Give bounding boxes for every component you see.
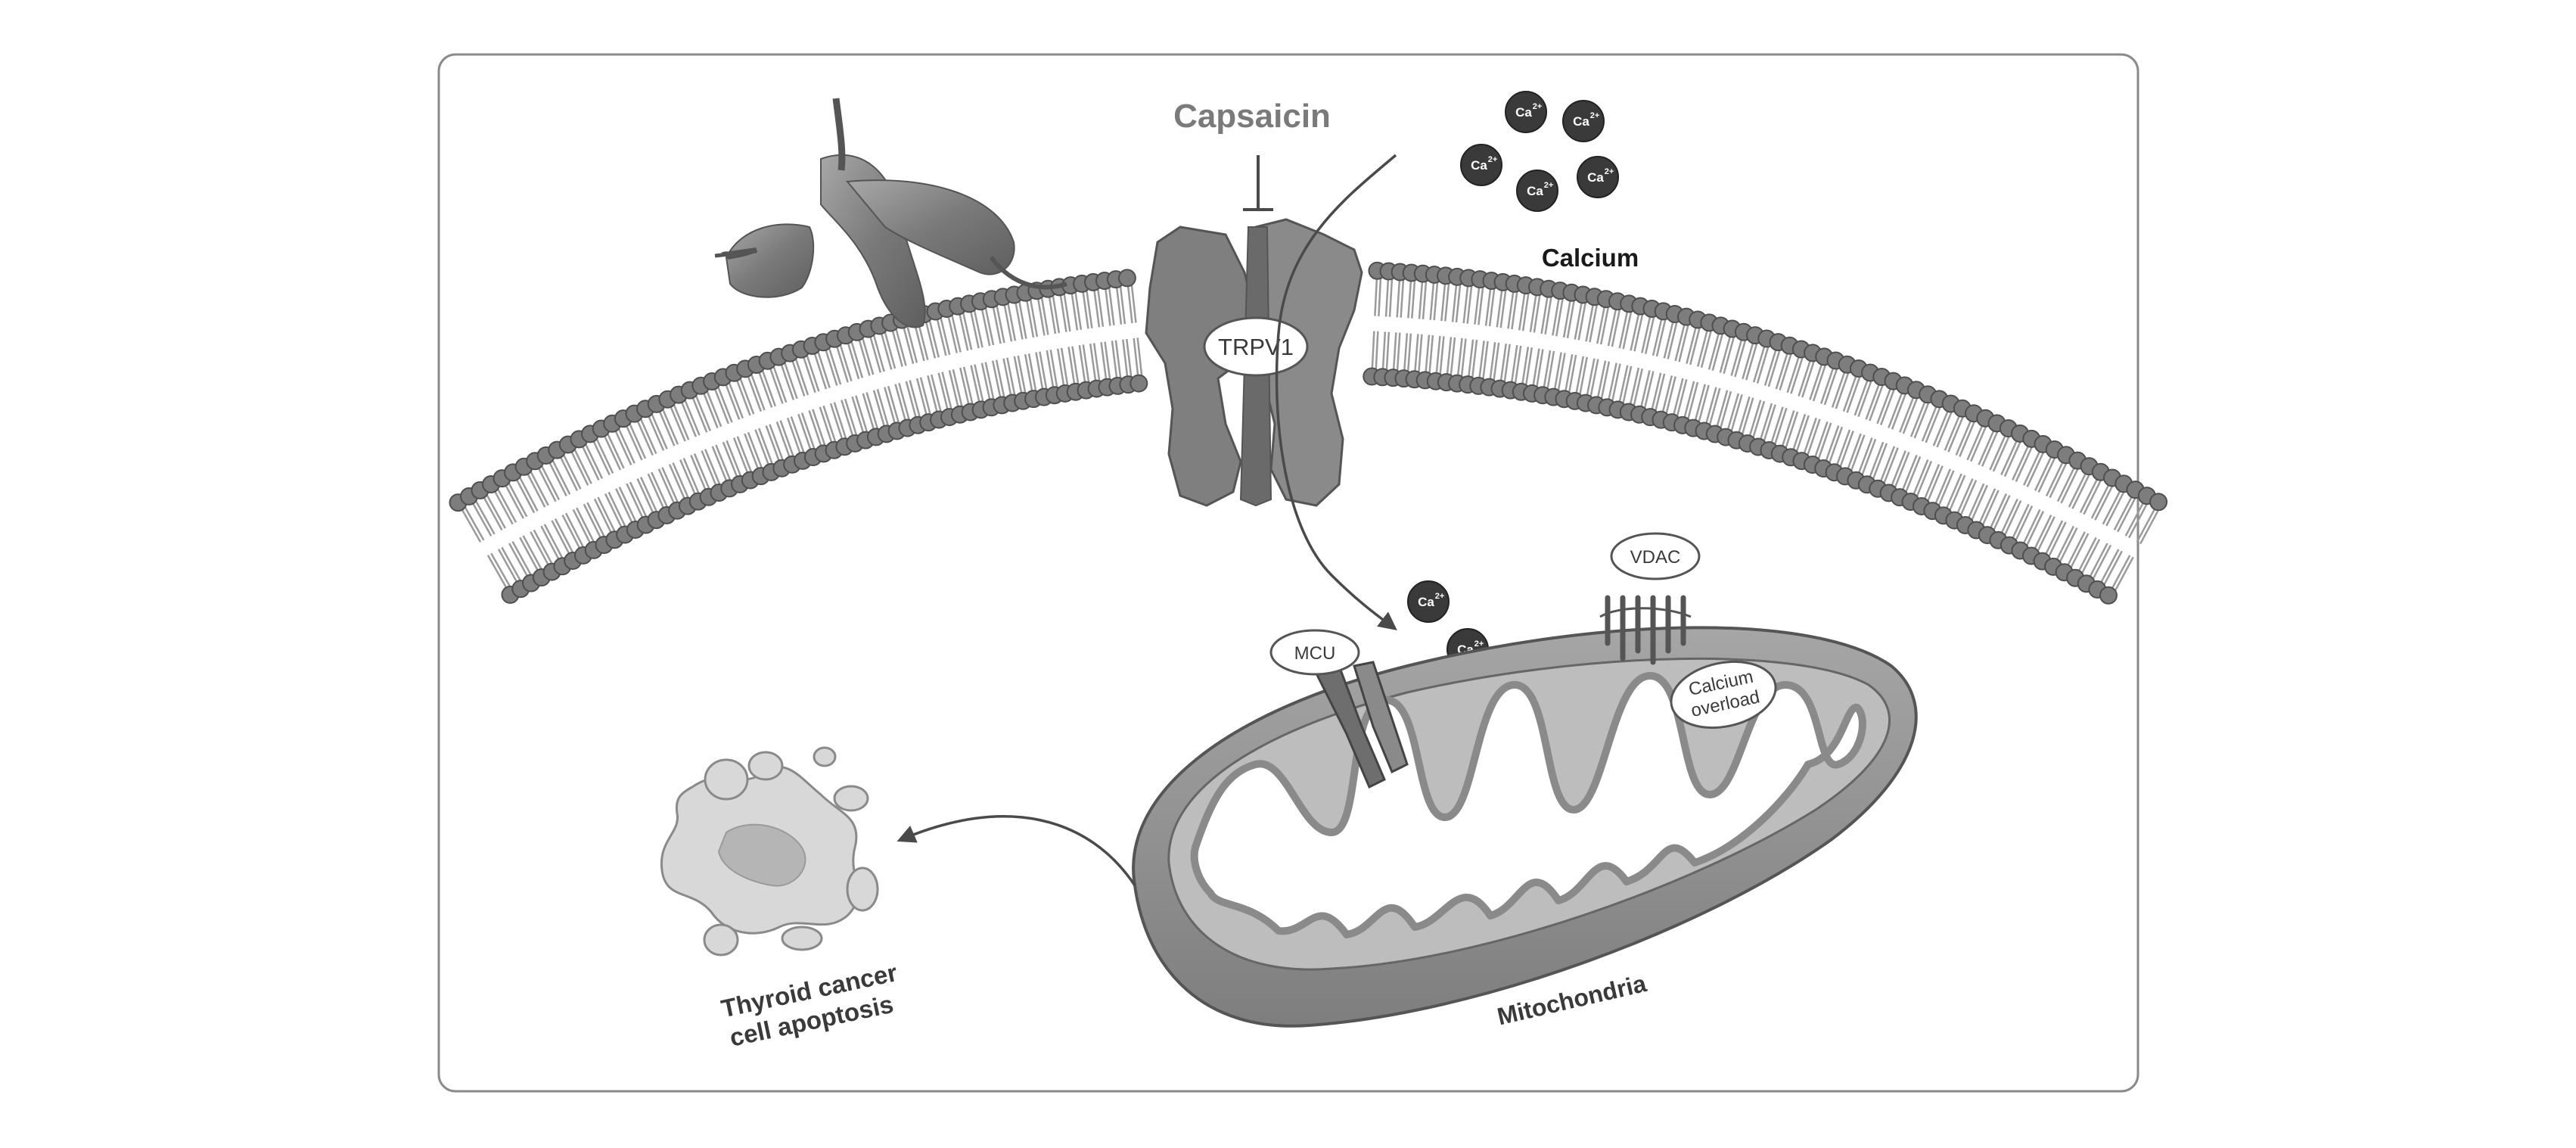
lipid-head — [2099, 586, 2118, 605]
trpv1-channel: TRPV1 — [1145, 218, 1363, 507]
mcu-label-oval — [1269, 629, 1360, 676]
chili-pepper-image — [714, 98, 1067, 328]
vdac-label-oval — [1610, 532, 1701, 580]
calcium-influx-arrow — [1275, 154, 1397, 630]
capsaicin-label: Capsaicin — [1173, 98, 1331, 135]
lipid-head — [1117, 269, 1136, 288]
trpv1-label: TRPV1 — [1218, 334, 1294, 360]
mcu-channel: MCU — [1269, 629, 1409, 789]
calcium-ion-charge: 2+ — [1488, 155, 1498, 164]
vdac-label: VDAC — [1630, 547, 1681, 568]
calcium-ion-charge: 2+ — [1544, 181, 1554, 190]
trpv1-label-oval — [1203, 316, 1309, 377]
inhibition-symbol — [1243, 155, 1273, 211]
calcium-label: Calcium — [1542, 244, 1639, 272]
calcium-ion-circle — [1516, 170, 1558, 212]
apoptotic-cell-icon — [660, 746, 879, 957]
calcium-ion-symbol: Ca — [1573, 114, 1589, 129]
calcium-ion-symbol: Ca — [1515, 105, 1532, 120]
calcium-ion-symbol: Ca — [1527, 184, 1543, 198]
calcium-ion-charge: 2+ — [1590, 111, 1600, 120]
cell-membrane — [449, 261, 2168, 605]
calcium-ion-circle — [1460, 144, 1502, 186]
calcium-ion-circle — [1505, 91, 1547, 133]
calcium-ion-symbol: Ca — [1587, 170, 1604, 185]
calcium-ion-charge: 2+ — [1605, 167, 1614, 176]
vdac-channel: VDAC — [1599, 532, 1701, 665]
calcium-ion-charge: 2+ — [1435, 592, 1445, 601]
calcium-ion-charge: 2+ — [1533, 102, 1543, 111]
calcium-ion-circle — [1407, 580, 1450, 623]
mcu-label: MCU — [1294, 643, 1336, 664]
lipid-head — [1130, 374, 1148, 393]
calcium-ion-symbol: Ca — [1471, 158, 1487, 173]
calcium-ion-circle — [1562, 100, 1605, 142]
calcium-ion-symbol: Ca — [1418, 595, 1434, 609]
calcium-ion-charge: 2+ — [1474, 639, 1484, 649]
calcium-ion-circle — [1577, 156, 1619, 198]
apoptosis-arrow — [896, 815, 1136, 886]
lipid-head — [2149, 493, 2168, 512]
calcium-overload-badge: Calcium overload — [1670, 660, 1777, 730]
